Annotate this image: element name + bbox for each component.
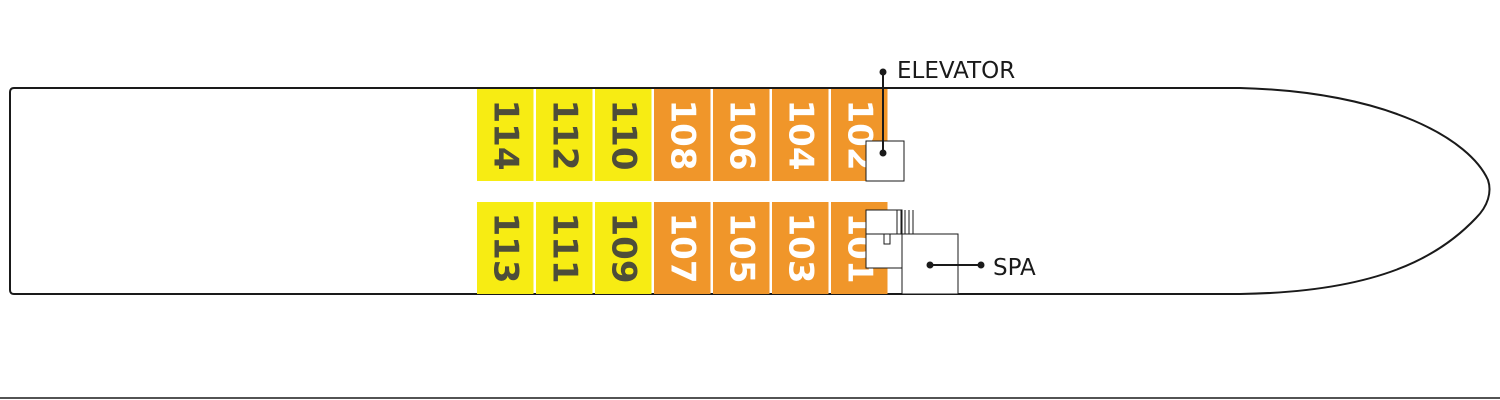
elevator-shaft: [865, 140, 905, 182]
cabin-number: 105: [721, 213, 761, 284]
cabin-number: 104: [780, 100, 820, 171]
cabin-box: [772, 202, 829, 294]
cabin-109[interactable]: 109: [595, 202, 652, 294]
spa-leader-dot-left: [926, 261, 934, 269]
cabin-112[interactable]: 112: [536, 89, 593, 181]
elevator-leader-dot-bottom: [879, 149, 887, 157]
elevator-label: ELEVATOR: [897, 58, 1015, 84]
cabin-box: [595, 89, 652, 181]
cabin-110[interactable]: 110: [595, 89, 652, 181]
cabin-box: [536, 89, 593, 181]
stairs-icon: [865, 209, 914, 269]
cabin-box: [654, 89, 711, 181]
cabin-box: [713, 89, 770, 181]
cabin-105[interactable]: 105: [713, 202, 770, 294]
cabin-box: [654, 202, 711, 294]
cabin-103[interactable]: 103: [772, 202, 829, 294]
ship-hull: [9, 87, 1491, 295]
cabin-106[interactable]: 106: [713, 89, 770, 181]
cabin-113[interactable]: 113: [477, 202, 534, 294]
cabin-111[interactable]: 111: [536, 202, 593, 294]
cabin-number: 109: [603, 213, 643, 284]
cabin-number: 114: [485, 100, 525, 171]
cabin-107[interactable]: 107: [654, 202, 711, 294]
cabin-108[interactable]: 108: [654, 89, 711, 181]
cabin-box: [477, 89, 534, 181]
cabin-number: 113: [485, 213, 525, 284]
elevator-leader-dot-top: [879, 68, 887, 76]
cabin-number: 107: [662, 213, 702, 284]
cabin-box: [772, 89, 829, 181]
cabin-number: 110: [603, 100, 643, 171]
cabin-number: 111: [544, 213, 584, 284]
cabin-box: [536, 202, 593, 294]
cabin-box: [477, 202, 534, 294]
cabin-box: [713, 202, 770, 294]
spa-leader-dot-right: [977, 261, 985, 269]
spa-label: SPA: [993, 255, 1036, 281]
cabin-number: 112: [544, 100, 584, 171]
cabin-number: 106: [721, 100, 761, 171]
cabin-number: 103: [780, 213, 820, 284]
cabin-104[interactable]: 104: [772, 89, 829, 181]
cabin-box: [595, 202, 652, 294]
cabin-114[interactable]: 114: [477, 89, 534, 181]
cabin-number: 108: [662, 100, 702, 171]
